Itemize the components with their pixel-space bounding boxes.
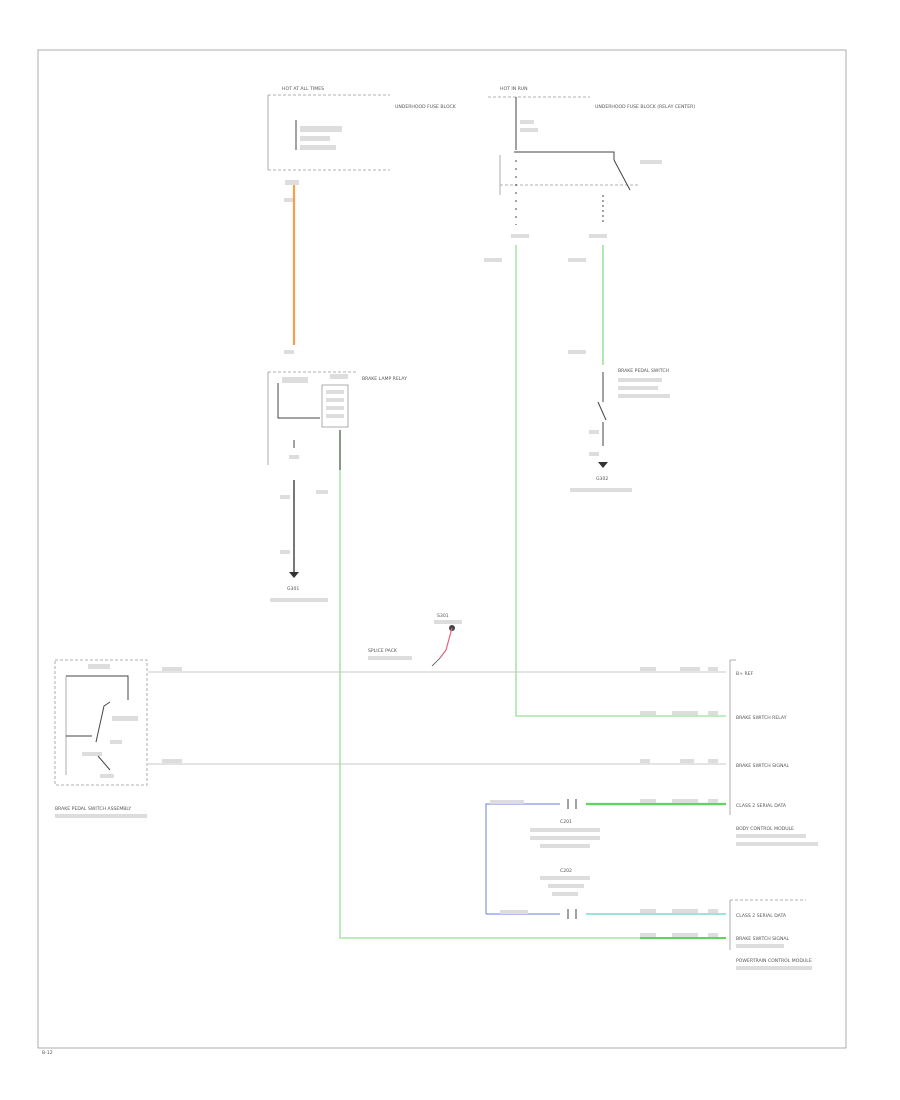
- left-module: BRAKE PEDAL SWITCH ASSEMBLY: [54, 659, 148, 818]
- ground-a-circuit: G301: [270, 440, 328, 602]
- relay-name: BRAKE LAMP RELAY: [362, 376, 407, 382]
- bottom-module: CLASS 2 SERIAL DATA BRAKE SWITCH SIGNAL …: [729, 899, 812, 970]
- ground-a-symbol: [289, 572, 299, 578]
- bottom-module-name: POWERTRAIN CONTROL MODULE: [736, 958, 812, 964]
- right-module: B+ REF BRAKE SWITCH RELAY BRAKE SWITCH S…: [729, 659, 818, 846]
- switch-b-name: BRAKE PEDAL SWITCH: [618, 368, 669, 374]
- fuse-a-header: HOT AT ALL TIMES: [282, 86, 324, 92]
- connector-c202: C202: [500, 868, 590, 919]
- brake-pedal-switch-b: BRAKE PEDAL SWITCH G302: [570, 368, 670, 492]
- diagram-border: [37, 49, 847, 1049]
- connector-b-name: C202: [560, 868, 572, 874]
- wire-blue: [485, 803, 560, 914]
- ground-a-name: G301: [287, 586, 299, 592]
- splice-s301: S301 SPLICE PACK: [368, 613, 462, 667]
- ground-b-name: G302: [596, 476, 608, 482]
- splice-note: SPLICE PACK: [368, 648, 398, 654]
- fuse-a-desc: UNDERHOOD FUSE BLOCK: [395, 104, 457, 110]
- pin-6-label: BRAKE SWITCH SIGNAL: [736, 936, 790, 942]
- wire-green-fuse-b: [515, 245, 726, 717]
- page-ref: B-12: [42, 1050, 53, 1056]
- splice-name: S301: [437, 613, 449, 619]
- pin-4-label: CLASS 2 SERIAL DATA: [736, 803, 787, 809]
- brake-lamp-relay: BRAKE LAMP RELAY: [267, 371, 407, 465]
- fuse-b-header: HOT IN RUN: [500, 86, 528, 92]
- pin-1-label: B+ REF: [736, 671, 754, 677]
- pin-5-label: CLASS 2 SERIAL DATA: [736, 913, 787, 919]
- fuse-block-b: HOT IN RUN UNDERHOOD FUSE BLOCK (RELAY C…: [484, 86, 695, 262]
- pin-3-label: BRAKE SWITCH SIGNAL: [736, 763, 790, 769]
- left-module-name: BRAKE PEDAL SWITCH ASSEMBLY: [55, 806, 131, 812]
- connector-c201: C201: [490, 799, 600, 848]
- pin-2-label: BRAKE SWITCH RELAY: [736, 715, 787, 721]
- connector-a-name: C201: [560, 819, 572, 825]
- right-module-name: BODY CONTROL MODULE: [736, 826, 794, 832]
- ground-b-symbol: [598, 462, 608, 468]
- fuse-b-desc: UNDERHOOD FUSE BLOCK (RELAY CENTER): [595, 104, 695, 110]
- wire-green-relay: [339, 430, 726, 939]
- fuse-block-a: HOT AT ALL TIMES UNDERHOOD FUSE BLOCK: [267, 86, 457, 202]
